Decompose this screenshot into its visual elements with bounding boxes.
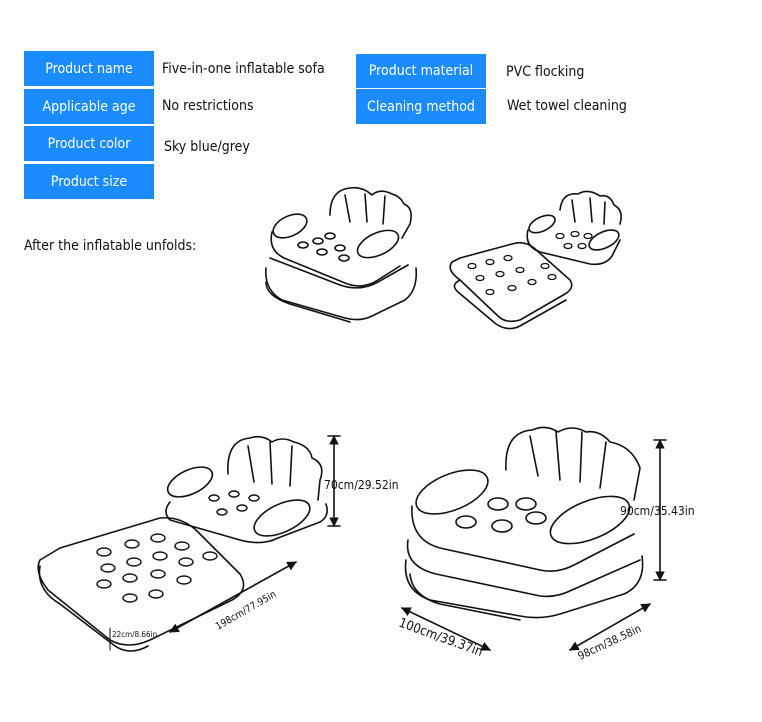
product-name-label: Product name: [24, 51, 154, 86]
product-size-label: Product size: [24, 164, 154, 199]
applicable-age-value: No restrictions: [162, 98, 254, 114]
small-bed-illustration: [449, 190, 622, 330]
dim-height-seat: 70cm/29.52in: [324, 478, 399, 492]
small-sofa-illustration: [265, 186, 418, 323]
product-material-value: PVC flocking: [506, 64, 585, 80]
cleaning-method-label: Cleaning method: [356, 89, 486, 124]
cleaning-method-value: Wet towel cleaning: [507, 98, 627, 114]
product-color-value: Sky blue/grey: [164, 139, 250, 155]
product-color-label: Product color: [24, 126, 154, 161]
product-material-label: Product material: [356, 54, 486, 88]
applicable-age-label: Applicable age: [24, 89, 154, 124]
unfold-caption: After the inflatable unfolds:: [24, 238, 197, 254]
large-bed-illustration: [37, 435, 341, 652]
dim-height-sofa: 90cm/35.43in: [620, 504, 695, 518]
large-sofa-illustration: [401, 426, 667, 651]
product-name-value: Five-in-one inflatable sofa: [162, 61, 325, 77]
dim-length-bed: 198cm/77.95in: [214, 589, 278, 632]
dim-width-sofa: 100cm/39.37in: [397, 616, 485, 660]
dim-thickness-bed: 22cm/8.66in: [112, 630, 157, 639]
